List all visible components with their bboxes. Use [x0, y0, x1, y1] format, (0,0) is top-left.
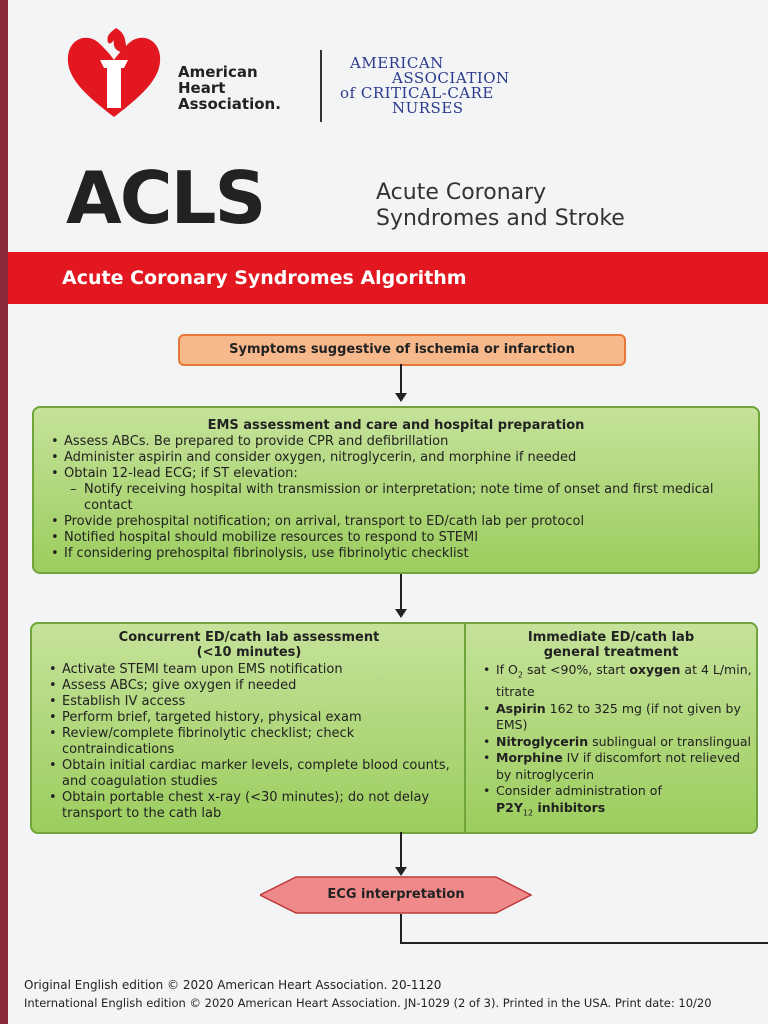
symptoms-box: Symptoms suggestive of ischemia or infar… — [178, 334, 626, 366]
list-item: Perform brief, targeted history, physica… — [49, 710, 466, 726]
list-item: Review/complete fibrinolytic checklist; … — [49, 726, 466, 758]
list-item: Assess ABCs. Be prepared to provide CPR … — [51, 434, 758, 450]
algorithm-banner: Acute Coronary Syndromes Algorithm — [8, 252, 768, 304]
acls-card: American Heart Association. AMERICAN ASS… — [8, 0, 768, 1024]
concurrent-assessment-box: Concurrent ED/cath lab assessment (<10 m… — [30, 622, 466, 834]
arrow-ed-to-ecg — [395, 832, 407, 876]
ecg-hexagon — [260, 876, 532, 914]
list-item: If O2 sat <90%, start oxygen at 4 L/min,… — [483, 662, 756, 701]
list-item: Assess ABCs; give oxygen if needed — [49, 678, 466, 694]
banner-title: Acute Coronary Syndromes Algorithm — [62, 267, 467, 289]
list-item: If considering prehospital fibrinolysis,… — [51, 546, 758, 562]
ecg-interpretation-label: ECG interpretation — [327, 887, 465, 902]
list-item: Nitroglycerin sublingual or translingual — [483, 734, 756, 751]
list-item: Notified hospital should mobilize resour… — [51, 530, 758, 546]
list-item: Notify receiving hospital with transmiss… — [64, 482, 758, 514]
concurrent-title: Concurrent ED/cath lab assessment (<10 m… — [118, 630, 380, 660]
list-item: Provide prehospital notification; on arr… — [51, 514, 758, 530]
ems-box: EMS assessment and care and hospital pre… — [32, 406, 760, 574]
acls-title: ACLS — [66, 156, 266, 240]
immediate-title: Immediate ED/cath lab general treatment — [527, 630, 695, 660]
list-item: Establish IV access — [49, 694, 466, 710]
ems-title: EMS assessment and care and hospital pre… — [207, 418, 585, 433]
footer-line-1: Original English edition © 2020 American… — [24, 978, 442, 992]
arrow-ems-to-ed — [395, 574, 407, 618]
connector-vertical — [400, 914, 402, 944]
arrow-symptoms-to-ems — [395, 364, 407, 402]
list-item: Morphine IV if discomfort not relieved b… — [483, 750, 756, 783]
list-item: Activate STEMI team upon EMS notificatio… — [49, 662, 466, 678]
footer-line-2: International English edition © 2020 Ame… — [24, 996, 712, 1010]
aha-heart-torch-logo — [67, 28, 161, 117]
list-item: Obtain 12-lead ECG; if ST elevation: — [51, 466, 758, 482]
list-item: Obtain initial cardiac marker levels, co… — [49, 758, 466, 790]
subtitle: Acute Coronary Syndromes and Stroke — [376, 180, 625, 231]
aacn-wordmark: AMERICAN ASSOCIATION of CRITICAL-CARE NU… — [340, 54, 510, 117]
logo-divider — [320, 50, 322, 122]
list-item: Aspirin 162 to 325 mg (if not given by E… — [483, 701, 756, 734]
immediate-treatment-box: Immediate ED/cath lab general treatment … — [464, 622, 758, 834]
list-item: Obtain portable chest x-ray (<30 minutes… — [49, 790, 466, 822]
connector-horizontal — [400, 942, 768, 944]
list-item: Administer aspirin and consider oxygen, … — [51, 450, 758, 466]
aha-wordmark: American Heart Association. — [178, 63, 281, 113]
